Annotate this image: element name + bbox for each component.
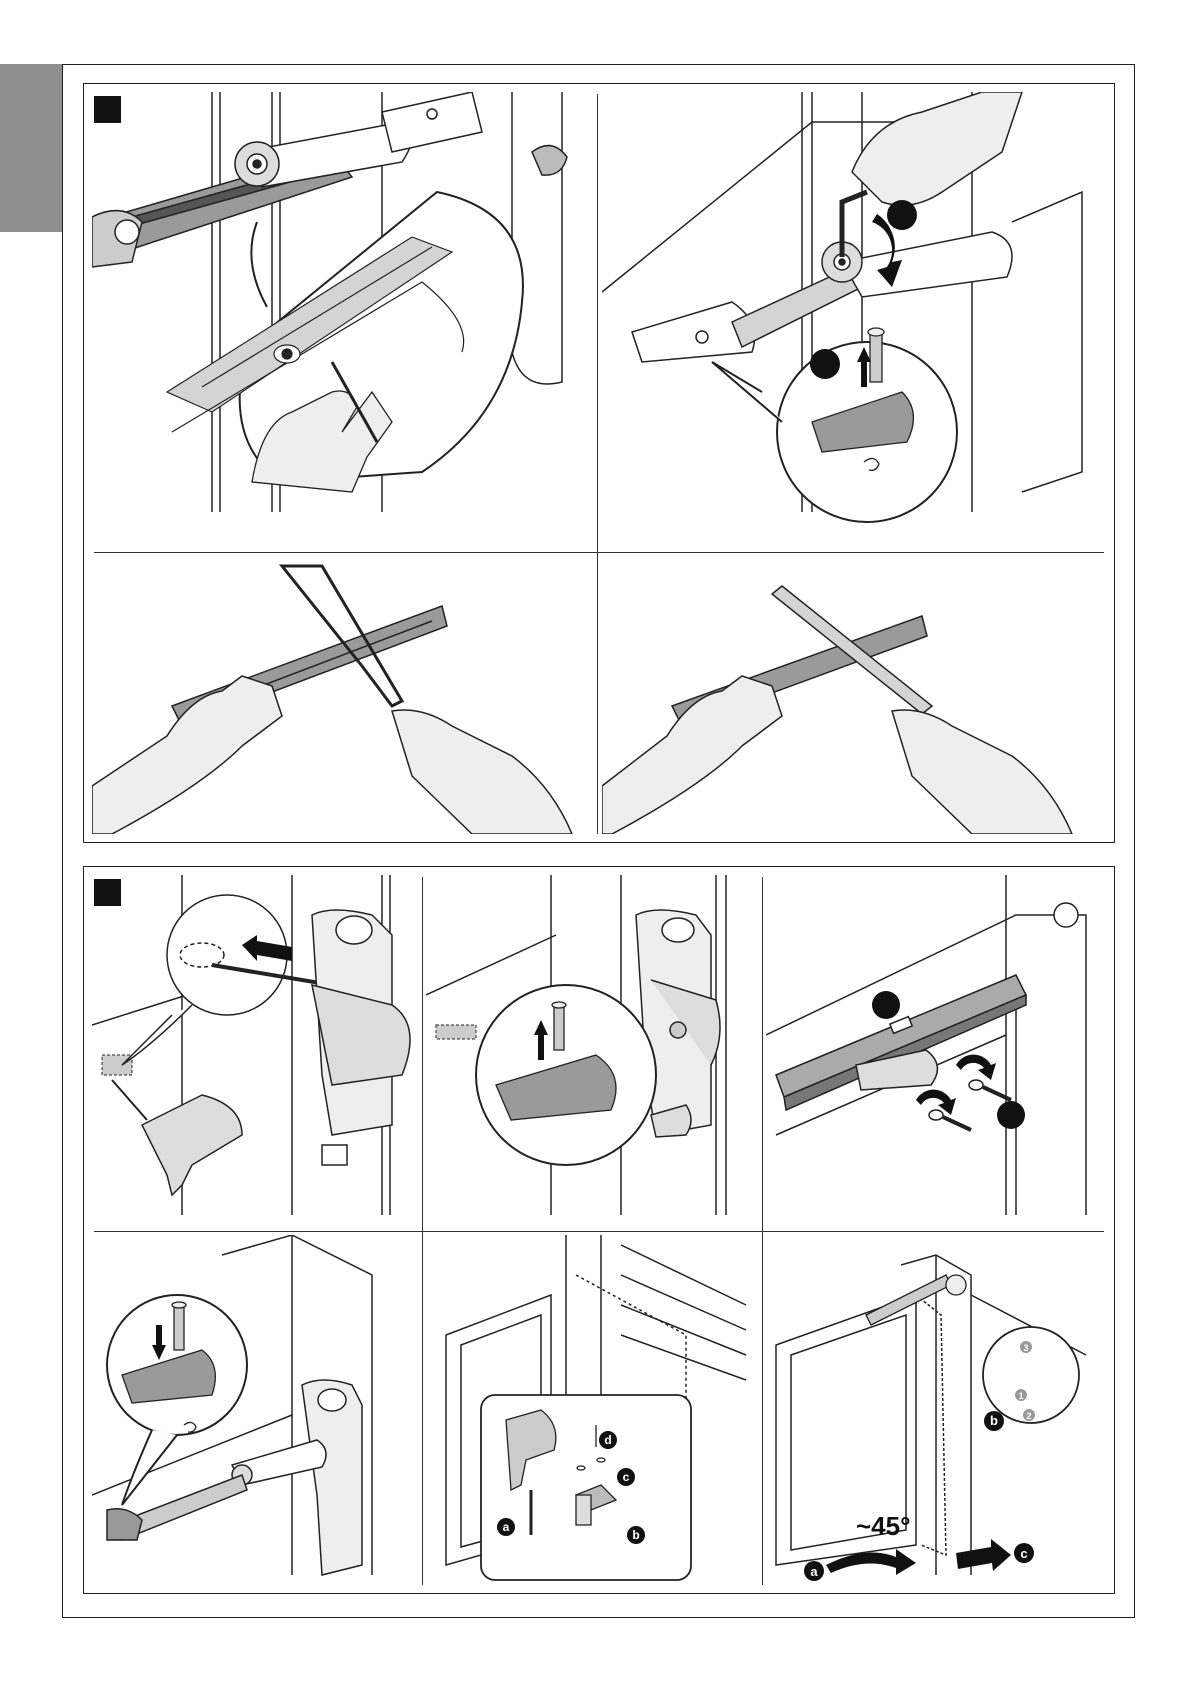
fig2-panel-6-illustration: 3 1 2 b ~45° a c xyxy=(766,1235,1106,1585)
fig2-panel6-step-2: 2 xyxy=(1026,1411,1031,1421)
fig2-panel6-label-b: b xyxy=(990,1413,998,1428)
fig2-panel-leveling xyxy=(766,875,1106,1227)
fig2-panel-gate-opening: 3 1 2 b ~45° a c xyxy=(766,1235,1106,1585)
figure-1-vertical-divider xyxy=(597,94,598,834)
figure-1 xyxy=(83,83,1115,843)
fig2-panel-1-illustration xyxy=(92,875,418,1227)
figure-1-horizontal-divider xyxy=(94,552,1104,553)
fig2-panel-clip-fastening xyxy=(92,1235,418,1585)
fig2-panel6-angle: ~45° xyxy=(856,1511,911,1541)
fig2-panel5-label-c: c xyxy=(623,1470,630,1484)
figure-2-horizontal-divider xyxy=(94,1231,1104,1232)
fig2-step-marker-1 xyxy=(872,991,900,1019)
fig1-panel-4-illustration xyxy=(602,556,1106,834)
fig1-panel-filing xyxy=(602,556,1106,834)
fig2-panel5-label-b: b xyxy=(632,1528,639,1542)
fig2-panel6-step-3: 3 xyxy=(1023,1343,1028,1353)
fig2-panel-drilling xyxy=(92,875,418,1227)
fig2-step-marker-2 xyxy=(997,1101,1025,1129)
fig1-panel-cutting xyxy=(92,556,592,834)
fig1-step-marker-2 xyxy=(810,349,840,379)
fig2-panel5-label-a: a xyxy=(503,1520,510,1534)
fig2-panel6-step-1: 1 xyxy=(1018,1391,1023,1401)
fig2-panel6-label-a: a xyxy=(810,1564,818,1579)
fig1-panel-arm-marking xyxy=(92,92,592,548)
fig2-panel-2-illustration xyxy=(426,875,758,1227)
figure-2: a b c d xyxy=(83,866,1115,1594)
fig2-panel-5-illustration: a b c d xyxy=(426,1235,758,1585)
fig2-panel-3-illustration xyxy=(766,875,1106,1227)
fig2-panel-4-illustration xyxy=(92,1235,418,1585)
fig2-panel5-label-d: d xyxy=(604,1433,611,1447)
fig1-step-marker-1 xyxy=(887,200,917,230)
page-side-tab xyxy=(0,64,62,232)
fig2-panel-stop-bracket: a b c d xyxy=(426,1235,758,1585)
fig1-panel-3-illustration xyxy=(92,556,592,834)
fig2-panel-pin-insert xyxy=(426,875,758,1227)
fig1-panel-pin-removal xyxy=(602,92,1106,548)
fig1-panel-2-illustration xyxy=(602,92,1106,548)
fig2-panel6-label-c: c xyxy=(1020,1546,1027,1561)
fig1-panel-1-illustration xyxy=(92,92,592,548)
